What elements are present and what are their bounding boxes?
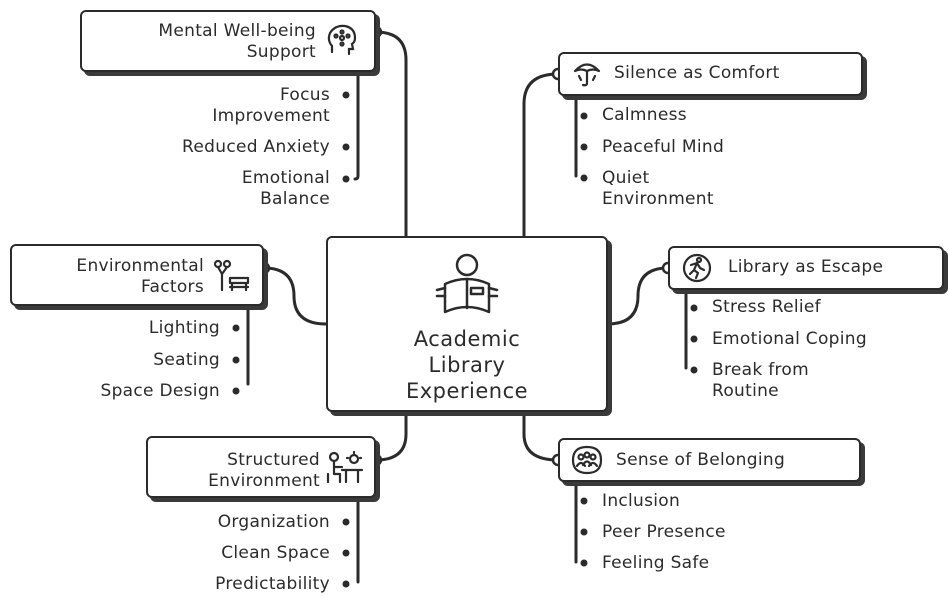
leaf-emotional-balance: Emotional Balance xyxy=(140,168,330,210)
structured-title-line-1: Structured xyxy=(227,450,320,470)
silence-comfort-title: Silence as Comfort xyxy=(614,63,780,83)
silence-comfort-node xyxy=(558,52,863,96)
leaf-break-line-2: Routine xyxy=(712,381,779,401)
library-escape-title: Library as Escape xyxy=(728,257,884,277)
center-title-line-3: Experience xyxy=(405,379,529,403)
center-title-line-2: Library xyxy=(428,353,506,377)
center-node xyxy=(326,236,608,412)
leaf-peer-presence: Peer Presence xyxy=(602,522,726,542)
leaf-lighting: Lighting xyxy=(148,318,220,338)
person-at-desk-icon xyxy=(326,450,364,484)
leaf-space-design: Space Design xyxy=(100,381,220,401)
leaf-emotional-line-2: Balance xyxy=(260,189,330,209)
leaf-focus-line-2: Improvement xyxy=(212,106,330,126)
leaf-break-from-routine: Break from Routine xyxy=(712,360,809,402)
environmental-factors-title: Environmental Factors xyxy=(16,256,204,298)
leaf-reduced-anxiety: Reduced Anxiety xyxy=(182,137,330,157)
lamp-and-bench-icon xyxy=(213,259,250,292)
leaf-calmness: Calmness xyxy=(602,105,687,125)
library-escape-node xyxy=(668,246,944,290)
leaf-quiet-line-1: Quiet xyxy=(602,168,650,188)
center-title-line-1: Academic xyxy=(413,327,521,351)
leaf-clean-space: Clean Space xyxy=(221,543,330,563)
leaf-quiet-line-2: Environment xyxy=(602,189,714,209)
leaf-inclusion: Inclusion xyxy=(602,491,681,511)
umbrella-icon xyxy=(573,63,601,87)
leaf-focus-improvement: Focus Improvement xyxy=(140,85,330,127)
leaf-quiet-environment: Quiet Environment xyxy=(602,168,714,210)
mental-wellbeing-title: Mental Well-being Support xyxy=(86,21,316,63)
leaf-organization: Organization xyxy=(217,512,330,532)
mental-wellbeing-node xyxy=(80,10,376,72)
sense-belonging-title: Sense of Belonging xyxy=(616,450,786,470)
person-reading-book-icon xyxy=(435,253,499,314)
environmental-title-line-1: Environmental xyxy=(76,256,204,276)
leaf-seating: Seating xyxy=(153,350,220,370)
leaf-predictability: Predictability xyxy=(215,574,330,594)
center-title: Academic Library Experience xyxy=(326,326,608,404)
leaf-emotional-coping: Emotional Coping xyxy=(712,329,867,349)
mental-wellbeing-title-line-1: Mental Well-being xyxy=(158,21,316,41)
environmental-title-line-2: Factors xyxy=(141,277,204,297)
leaf-feeling-safe: Feeling Safe xyxy=(602,553,710,573)
structured-title-line-2: Environment xyxy=(208,471,320,491)
group-of-people-icon xyxy=(571,445,603,475)
leaf-peaceful-mind: Peaceful Mind xyxy=(602,137,725,157)
leaf-stress-relief: Stress Relief xyxy=(712,297,821,317)
leaf-break-line-1: Break from xyxy=(712,360,809,380)
structured-environment-title: Structured Environment xyxy=(152,450,320,492)
mental-wellbeing-title-line-2: Support xyxy=(246,42,316,62)
leaf-focus-line-1: Focus xyxy=(279,85,330,105)
leaf-emotional-line-1: Emotional xyxy=(241,168,330,188)
sense-belonging-node xyxy=(558,438,861,482)
running-circle-icon xyxy=(682,253,712,283)
brain-head-icon xyxy=(327,24,357,56)
